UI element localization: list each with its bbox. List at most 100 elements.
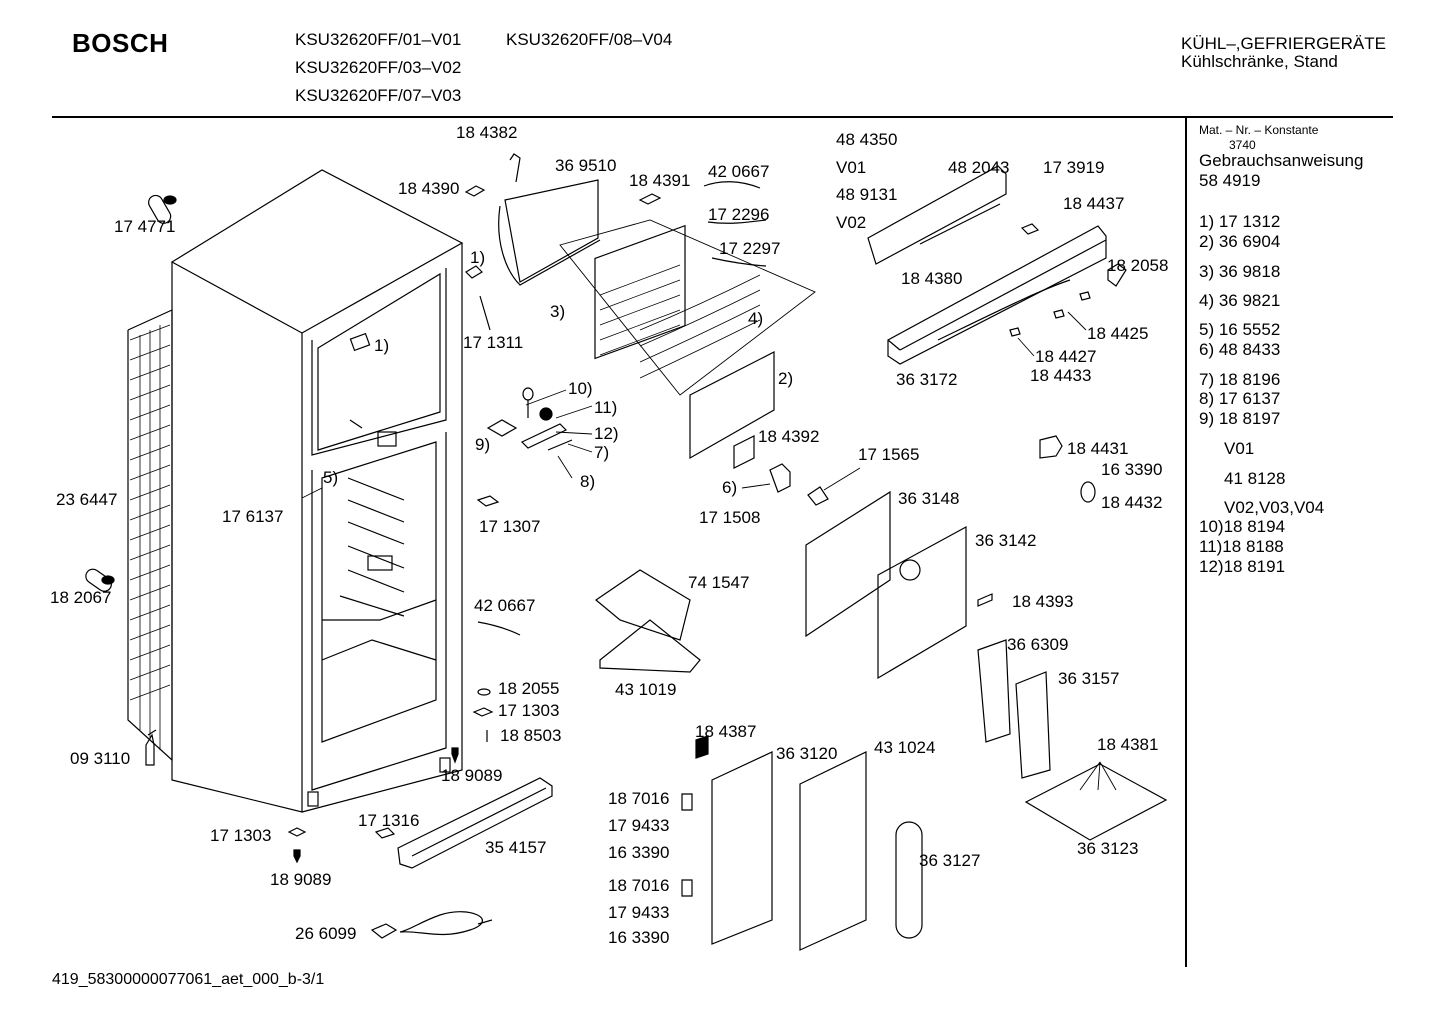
part-label: 18 4392	[758, 427, 820, 446]
sidebar-item: 1) 17 1312	[1199, 212, 1281, 231]
category-subtitle: Kühlschränke, Stand	[1181, 52, 1338, 71]
door-bins	[977, 639, 1168, 841]
model-number: KSU32620FF/08–V04	[506, 30, 673, 49]
callout: 1)	[374, 336, 390, 355]
callout: 3)	[550, 302, 566, 321]
sidebar-item: 8) 17 6137	[1199, 389, 1281, 408]
part-label: 18 4387	[695, 722, 757, 741]
air-duct	[595, 569, 701, 673]
callout: 4)	[748, 309, 764, 328]
cover-plate	[689, 351, 775, 469]
part-label: 36 3120	[776, 744, 838, 763]
part-label: 74 1547	[688, 573, 750, 592]
sidebar-item: 7) 18 8196	[1199, 370, 1281, 389]
part-label: 26 6099	[295, 924, 357, 943]
callout: 6)	[722, 478, 738, 497]
part-label: 48 9131	[836, 185, 898, 204]
part-label: 42 0667	[474, 596, 536, 615]
callout: 11)	[594, 398, 618, 417]
part-label: 17 1316	[358, 811, 420, 830]
sidebar-item: 3) 36 9818	[1199, 262, 1281, 281]
part-label: 09 3110	[70, 749, 131, 768]
part-label: 18 4382	[456, 123, 518, 142]
part-label: 17 1303	[498, 701, 560, 720]
part-label: 42 0667	[708, 162, 770, 181]
part-label: 48 2043	[948, 158, 1010, 177]
part-label: 18 2067	[50, 588, 112, 607]
part-label: 18 2058	[1107, 256, 1169, 275]
part-label: 17 1565	[858, 445, 920, 464]
part-label: 17 1311	[463, 333, 524, 352]
part-label: 43 1024	[874, 738, 936, 757]
part-label: 18 4390	[398, 179, 460, 198]
model-number: KSU32620FF/03–V02	[295, 58, 462, 77]
callout: 7)	[594, 443, 610, 462]
part-label: 36 3157	[1058, 669, 1120, 688]
part-label: 17 4771	[114, 217, 176, 236]
part-label: 16 3390	[608, 928, 670, 947]
callout: 12)	[594, 424, 619, 443]
part-label: 17 1303	[210, 826, 272, 845]
part-label: 18 4433	[1030, 366, 1092, 385]
thermostat-parts	[486, 387, 573, 451]
manual-label: Gebrauchsanweisung	[1199, 151, 1364, 170]
callout: 9)	[475, 435, 491, 454]
variant-label: V02,V03,V04	[1224, 498, 1325, 517]
part-label: 23 6447	[56, 490, 118, 509]
document-code: 419_58300000077061_aet_000_b-3/1	[52, 971, 325, 988]
part-label: 36 3148	[898, 489, 960, 508]
control-panel	[867, 165, 1127, 365]
part-label: 18 4381	[1097, 735, 1159, 754]
variant-label: V01	[1224, 439, 1255, 458]
part-label: 18 4437	[1063, 194, 1125, 213]
part-label: 18 4380	[901, 269, 963, 288]
callout: 1)	[470, 248, 486, 267]
part-label: 16 3390	[608, 843, 670, 862]
part-label: 35 4157	[485, 838, 547, 857]
small-parts-bottom-left	[287, 747, 553, 939]
callout: 8)	[580, 472, 596, 491]
part-label: 16 3390	[1101, 460, 1163, 479]
part-label: 36 3123	[1077, 839, 1139, 858]
brand-logo: BOSCH	[72, 28, 169, 58]
sidebar-item: 9) 18 8197	[1199, 409, 1281, 428]
callout: 2)	[778, 369, 794, 388]
part-label: 17 2296	[708, 205, 770, 224]
model-number: KSU32620FF/07–V03	[295, 86, 462, 105]
sidebar-item: 2) 36 6904	[1199, 232, 1281, 251]
sidebar-item: 4) 36 9821	[1199, 291, 1281, 310]
part-label: 36 9510	[555, 156, 617, 175]
mat-constant: 3740	[1229, 138, 1256, 152]
part-label: 18 7016	[608, 876, 670, 895]
sidebar-item: 5) 16 5552	[1199, 320, 1281, 339]
part-label: 17 3919	[1043, 158, 1105, 177]
part-label: 18 7016	[608, 789, 670, 808]
part-label: 17 9433	[608, 816, 670, 835]
part-label: 17 1508	[699, 508, 761, 527]
thermostat-sensor	[145, 729, 157, 766]
part-label: 17 6137	[222, 507, 284, 526]
part-label: 18 4427	[1035, 347, 1097, 366]
part-label: V01	[836, 158, 867, 177]
model-number: KSU32620FF/01–V01	[295, 30, 462, 49]
part-label: 18 4431	[1067, 439, 1129, 458]
part-label: 18 2055	[498, 679, 560, 698]
part-label: 17 1307	[479, 517, 541, 536]
part-label: 17 9433	[608, 903, 670, 922]
sidebar-item: 10)18 8194	[1199, 517, 1286, 536]
part-label: 18 4425	[1087, 324, 1149, 343]
evaporator-assembly	[464, 153, 816, 396]
part-label: 18 4393	[1012, 592, 1074, 611]
part-label: 48 4350	[836, 130, 898, 149]
part-label: 18 9089	[441, 766, 503, 785]
fridge-cabinet	[127, 169, 464, 813]
leader-lines	[301, 311, 1117, 791]
door-panels	[681, 435, 1096, 951]
sidebar-item: 6) 48 8433	[1199, 340, 1281, 359]
part-label: 18 4432	[1101, 493, 1163, 512]
part-label: V02	[836, 213, 867, 232]
sidebar-item: 12)18 8191	[1199, 557, 1286, 576]
part-label: 36 3127	[919, 851, 981, 870]
part-label: 36 3142	[975, 531, 1037, 550]
mat-title: Mat. – Nr. – Konstante	[1199, 123, 1319, 137]
